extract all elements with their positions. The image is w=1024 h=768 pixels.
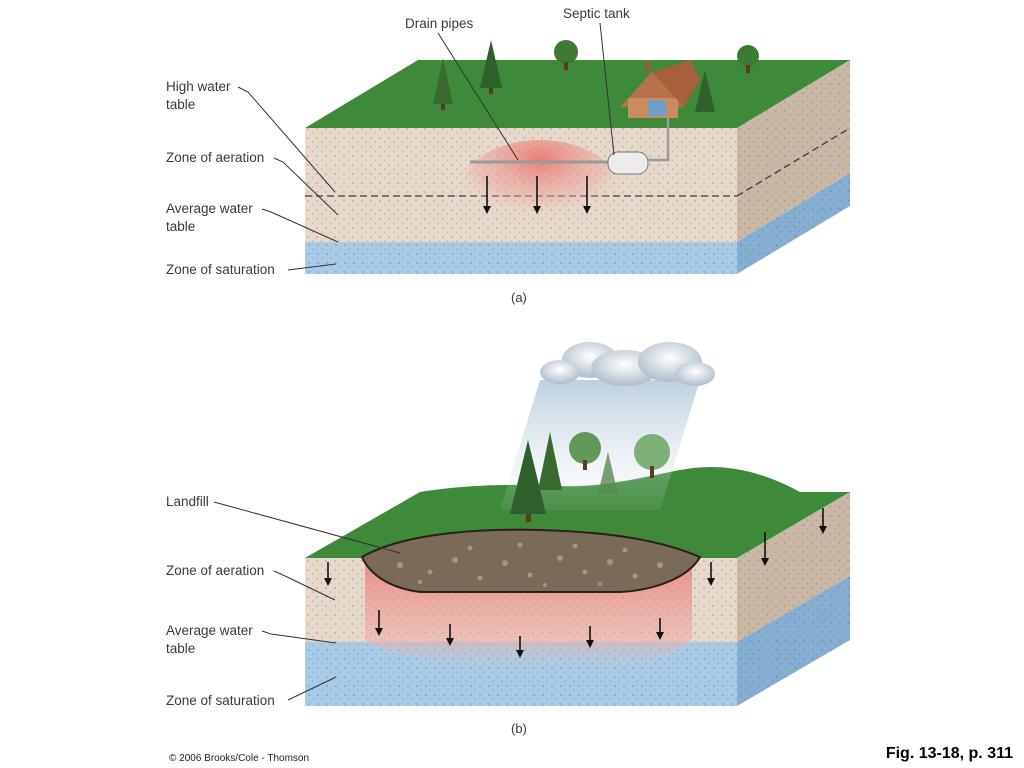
label-high-water-table: High water (166, 79, 231, 94)
panel-a-downward-arrows (483, 176, 591, 214)
label-average-water-table-b: Average water (166, 623, 253, 638)
label-zone-of-saturation-a: Zone of saturation (166, 262, 275, 277)
label-high-water-table-2: table (166, 97, 195, 112)
panel-a-trees (433, 40, 759, 112)
label-drain-pipes: Drain pipes (405, 16, 474, 31)
label-zone-of-saturation-b: Zone of saturation (166, 693, 275, 708)
caption-b: (b) (511, 721, 527, 736)
panel-a-septic-tank (607, 151, 649, 175)
panel-b-landfill-debris (397, 542, 663, 587)
panel-b-block (305, 342, 850, 706)
panel-b-downward-arrows (324, 508, 827, 658)
panel-a-contamination-plume (462, 140, 618, 236)
label-average-water-table-a: Average water (166, 201, 253, 216)
panel-a-house-icon (620, 60, 700, 118)
label-average-water-table-a-2: table (166, 219, 195, 234)
cloud-icon (540, 342, 715, 386)
panel-a-labels: High water table Zone of aeration Averag… (166, 6, 630, 305)
panel-b-labels: Landfill Zone of aeration Average water … (166, 494, 527, 736)
panel-b-trees (510, 432, 670, 522)
label-landfill: Landfill (166, 494, 209, 509)
panel-a-block (305, 40, 851, 274)
label-average-water-table-b-2: table (166, 641, 195, 656)
copyright-notice: © 2006 Brooks/Cole - Thomson (169, 753, 309, 764)
label-septic-tank: Septic tank (563, 6, 630, 21)
label-zone-of-aeration-a: Zone of aeration (166, 150, 264, 165)
panel-b-landfill (360, 528, 702, 593)
figure-reference: Fig. 13-18, p. 311 (886, 745, 1013, 762)
label-zone-of-aeration-b: Zone of aeration (166, 563, 264, 578)
caption-a: (a) (511, 290, 527, 305)
